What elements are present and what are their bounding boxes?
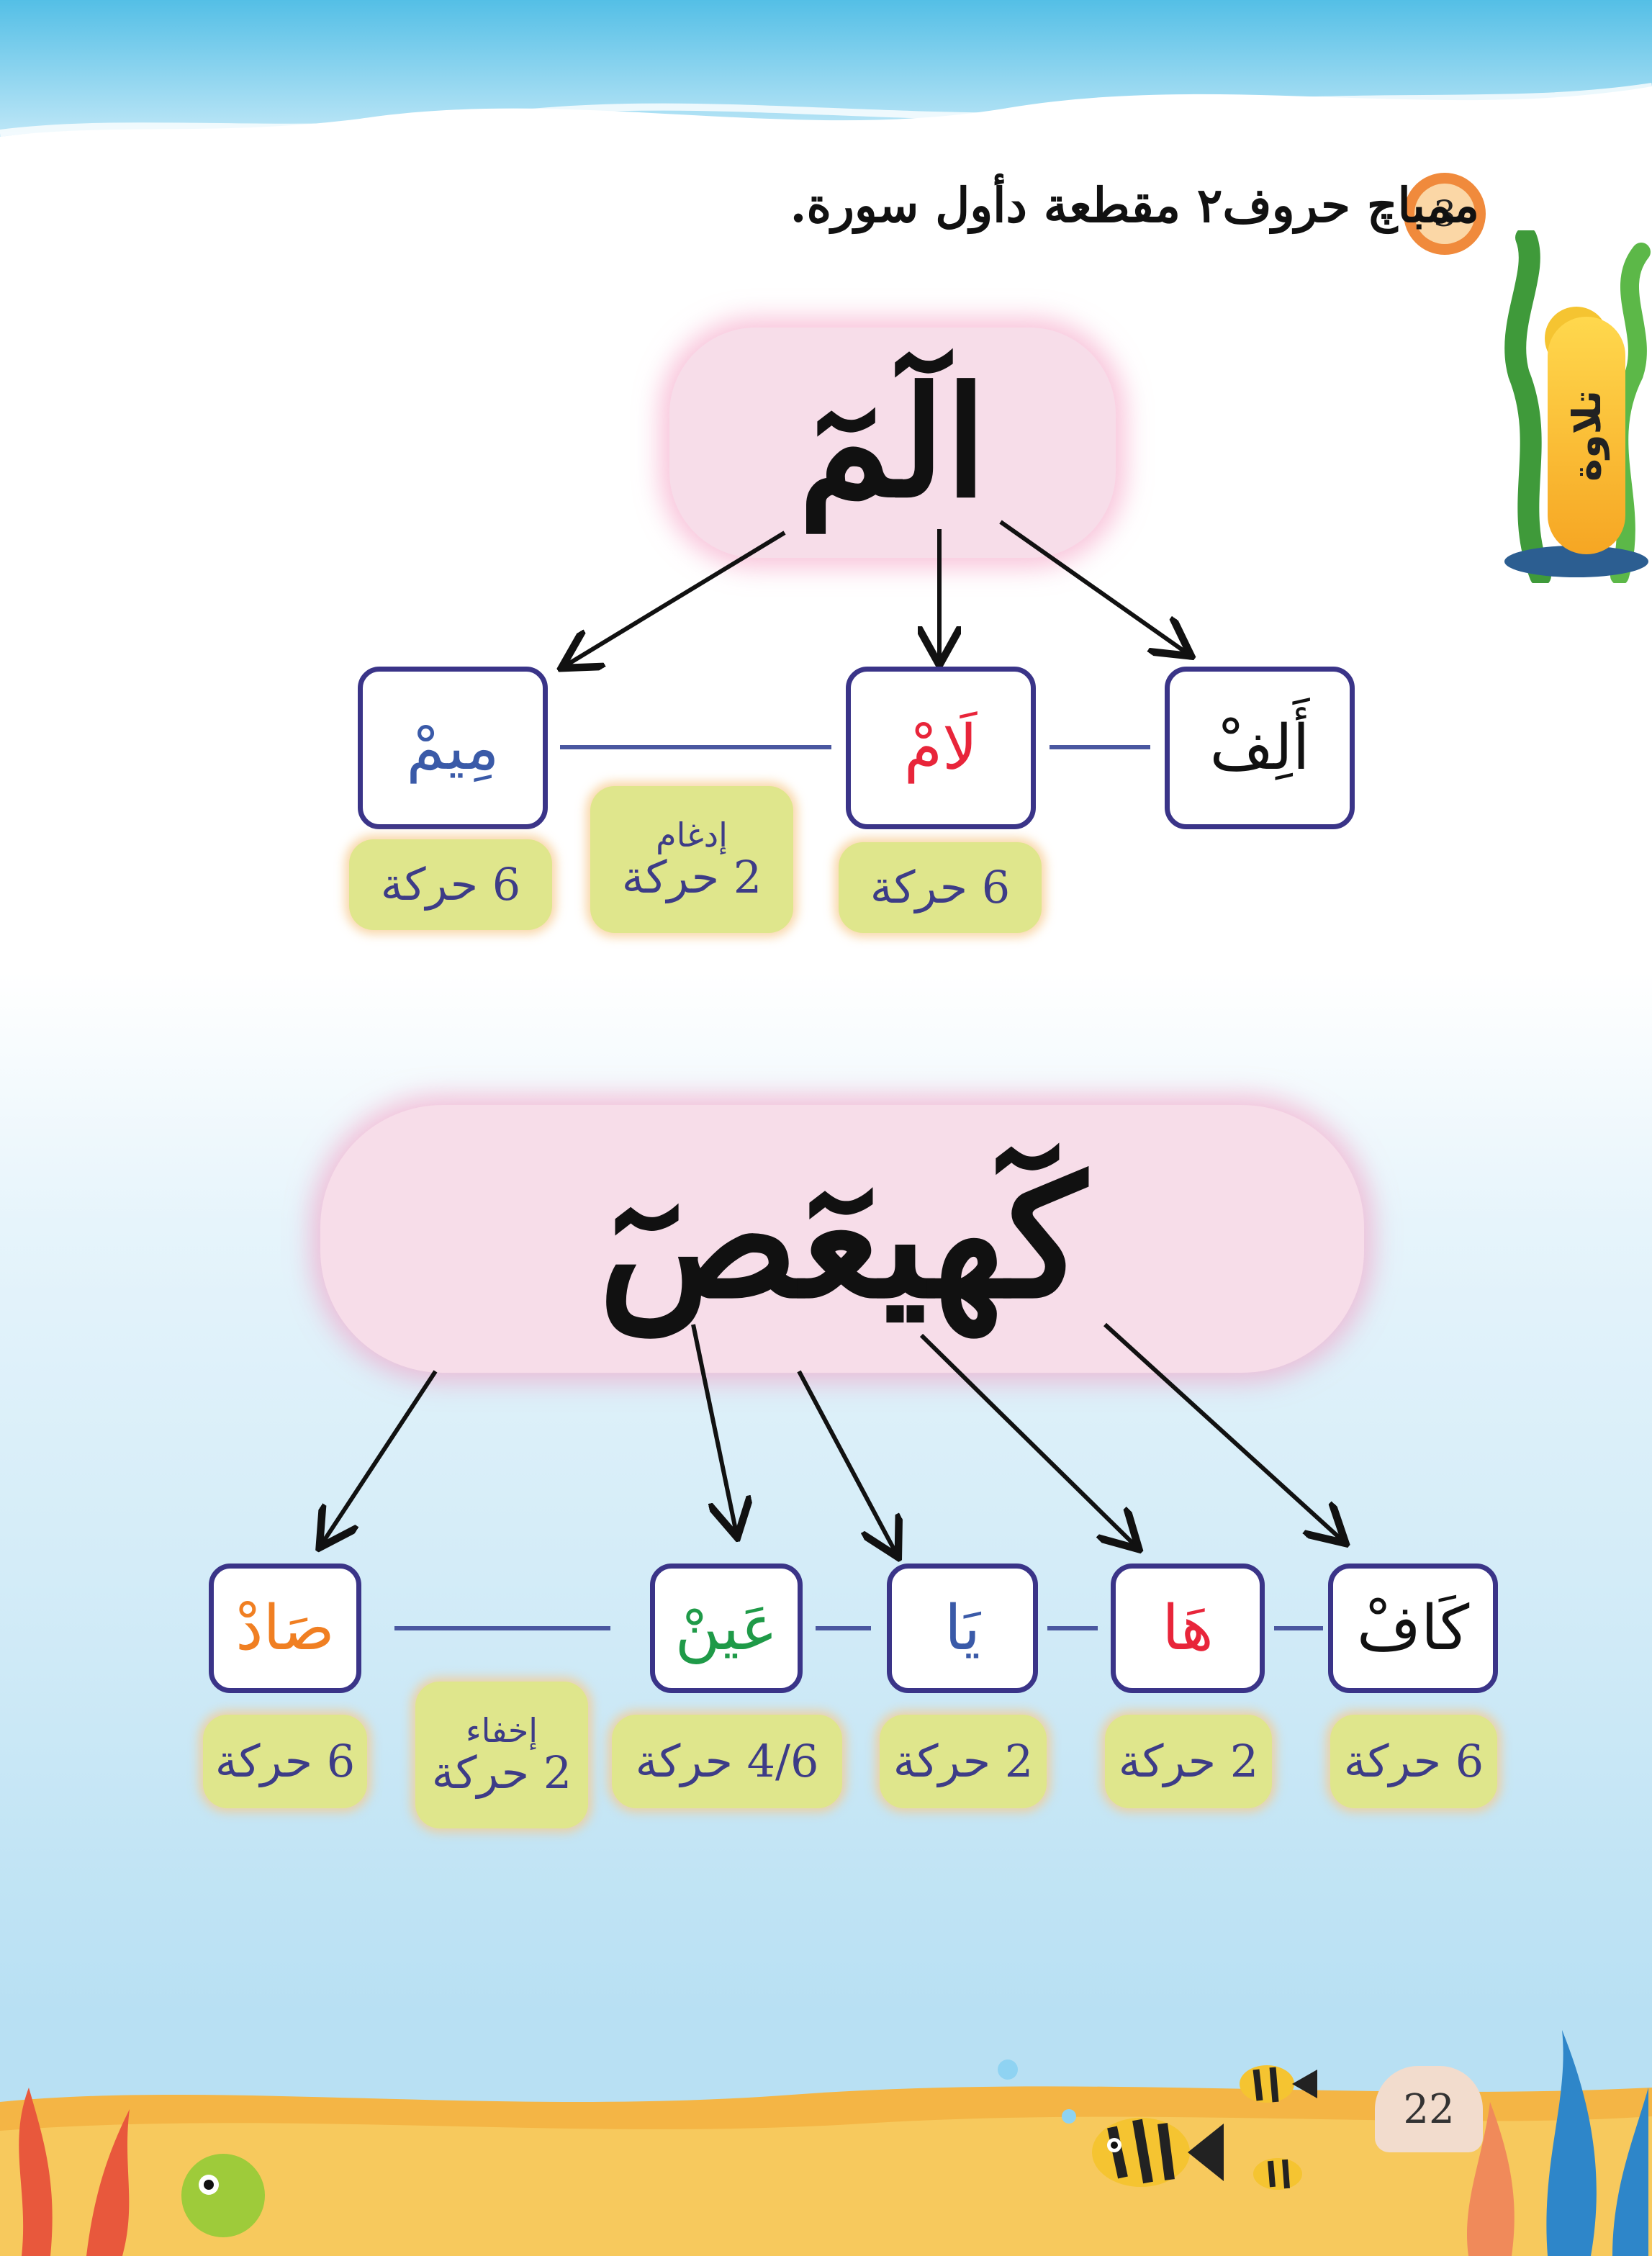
coral-left-icon — [19, 2088, 130, 2256]
letter-box-alif: أَلِفْ — [1165, 667, 1355, 829]
coral-orange-right-icon — [1466, 2102, 1515, 2256]
letter-box-sad: صَادْ — [209, 1564, 361, 1693]
duration-ya: 2 حركة — [893, 1734, 1034, 1787]
seabed-illustration — [0, 2030, 1652, 2256]
rule-pill-ikhfa: إخفاء 2 حركة — [415, 1682, 588, 1828]
bubble-icon — [998, 2059, 1018, 2080]
duration-kaf: 6 حركة — [1343, 1734, 1484, 1787]
duration-pill-ya: 2 حركة — [880, 1715, 1047, 1808]
duration-pill-lam: 6 حركة — [839, 842, 1042, 933]
bubble-icon — [1062, 2109, 1076, 2124]
muqattaah-word-1: الٓمٓ — [798, 353, 988, 531]
letter-ya: يَا — [944, 1592, 981, 1664]
rule-duration-idgham: 2 حركة — [621, 851, 762, 904]
water-wave-banner — [0, 0, 1652, 137]
letter-box-ain: عَينْ — [650, 1564, 803, 1693]
exercise-title: ممباچ حروف٢ مقطعة دأول سورة. — [790, 177, 1480, 233]
word-cloud-alif-lam-mim — [669, 328, 1116, 558]
rule-duration-ikhfa: 2 حركة — [431, 1746, 572, 1800]
letter-box-kaf: كَافْ — [1328, 1564, 1498, 1693]
duration-pill-mim: 6 حركة — [349, 839, 552, 930]
duration-pill-sad: 6 حركة — [203, 1715, 367, 1808]
section-tab-tilawah[interactable]: تلاوة — [1548, 317, 1625, 554]
fish-icon — [1092, 2118, 1224, 2187]
exercise-number: 3 — [1414, 184, 1475, 244]
letter-box-lam: لَامْ — [846, 667, 1036, 829]
letter-box-ha: هَا — [1111, 1564, 1265, 1693]
section-tab-label: تلاوة — [1563, 389, 1610, 482]
letter-box-mim: مِيمْ — [358, 667, 548, 829]
letter-mim: مِيمْ — [406, 712, 500, 784]
duration-lam: 6 حركة — [870, 860, 1011, 913]
rule-name-idgham: إدغام — [656, 815, 728, 854]
letter-ha: هَا — [1162, 1592, 1214, 1664]
duration-ain: 4/6 حركة — [635, 1734, 819, 1787]
letter-box-ya: يَا — [887, 1564, 1038, 1693]
muqattaah-word-2: كٓهيعٓصٓ — [598, 1141, 1086, 1335]
coral-right-icon — [1546, 2030, 1648, 2256]
letter-kaf: كَافْ — [1356, 1592, 1470, 1664]
rule-pill-idgham: إدغام 2 حركة — [590, 786, 793, 933]
letter-sad: صَادْ — [235, 1592, 335, 1664]
letter-alif: أَلِفْ — [1209, 712, 1310, 784]
arrow-to-ya — [797, 1370, 896, 1553]
duration-pill-ain: 4/6 حركة — [612, 1715, 842, 1808]
duration-pill-ha: 2 حركة — [1105, 1715, 1272, 1808]
pufferfish-icon — [181, 2154, 265, 2237]
letter-ain: عَينْ — [674, 1592, 778, 1664]
duration-pill-kaf: 6 حركة — [1330, 1715, 1497, 1808]
small-fish-icon — [1240, 2065, 1317, 2103]
duration-mim: 6 حركة — [380, 857, 521, 911]
duration-ha: 2 حركة — [1118, 1734, 1259, 1787]
small-fish-2-icon — [1253, 2158, 1302, 2190]
rule-name-ikhfa: إخفاء — [465, 1710, 538, 1750]
duration-sad: 6 حركة — [215, 1734, 356, 1787]
page-number: 22 — [1375, 2066, 1483, 2152]
exercise-number-badge: 3 — [1404, 173, 1486, 255]
letter-lam: لَامْ — [903, 712, 978, 784]
arrow-to-sad — [322, 1370, 438, 1544]
